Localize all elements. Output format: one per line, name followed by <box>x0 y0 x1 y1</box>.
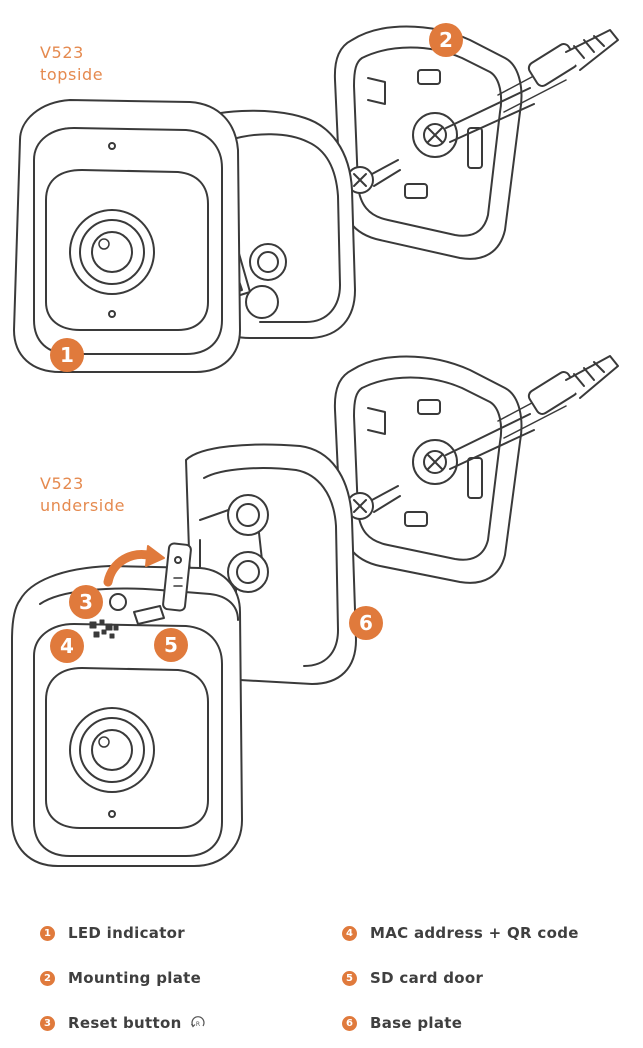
callout-6: 6 <box>349 606 383 640</box>
legend: 1 LED indicator 2 Mounting plate 3 Reset… <box>0 916 643 1048</box>
topside-title-view: topside <box>40 65 104 84</box>
callout-1-label: 1 <box>60 343 74 367</box>
qr-code-icon <box>89 619 119 639</box>
callout-2: 2 <box>429 23 463 57</box>
legend-label: Reset button <box>68 1014 182 1032</box>
legend-label: SD card door <box>370 969 484 987</box>
legend-number: 1 <box>40 925 55 941</box>
underside-title-model: V523 <box>40 474 84 493</box>
callout-5: 5 <box>154 628 188 662</box>
legend-item-sd-card-door: 5 SD card door <box>342 967 483 989</box>
legend-item-reset-button: 3 Reset button R <box>40 1012 206 1034</box>
callout-5-label: 5 <box>164 633 178 657</box>
callout-1: 1 <box>50 338 84 372</box>
callout-4: 4 <box>50 629 84 663</box>
callout-6-label: 6 <box>359 611 373 635</box>
callout-3-label: 3 <box>79 590 93 614</box>
legend-number: 6 <box>342 1015 357 1031</box>
legend-label: Base plate <box>370 1014 463 1032</box>
legend-number: 4 <box>342 925 357 941</box>
topside-title: V523 topside <box>40 42 103 86</box>
legend-item-led: 1 LED indicator <box>40 922 185 944</box>
bottom-mounting-plate <box>333 355 619 584</box>
callout-2-label: 2 <box>439 28 453 52</box>
legend-item-base-plate: 6 Base plate <box>342 1012 462 1034</box>
top-mounting-plate <box>333 25 619 260</box>
legend-number: 2 <box>40 970 55 986</box>
svg-text:R: R <box>195 1021 199 1028</box>
reset-icon: R <box>190 1016 205 1028</box>
legend-label: LED indicator <box>68 924 185 942</box>
legend-number: 5 <box>342 970 357 986</box>
camera-illustration: 1 2 3 4 5 6 <box>11 23 619 867</box>
topside-title-model: V523 <box>40 43 84 62</box>
bottom-camera <box>11 542 243 867</box>
top-camera <box>13 99 356 373</box>
underside-title-view: underside <box>40 496 126 515</box>
callout-4-label: 4 <box>60 634 74 658</box>
legend-item-mac-qr: 4 MAC address + QR code <box>342 922 579 944</box>
legend-number: 3 <box>40 1015 55 1031</box>
underside-title: V523 underside <box>40 473 125 517</box>
legend-label: Mounting plate <box>68 969 202 987</box>
legend-label: MAC address + QR code <box>370 924 579 942</box>
legend-item-mounting-plate: 2 Mounting plate <box>40 967 201 989</box>
callout-3: 3 <box>69 585 103 619</box>
